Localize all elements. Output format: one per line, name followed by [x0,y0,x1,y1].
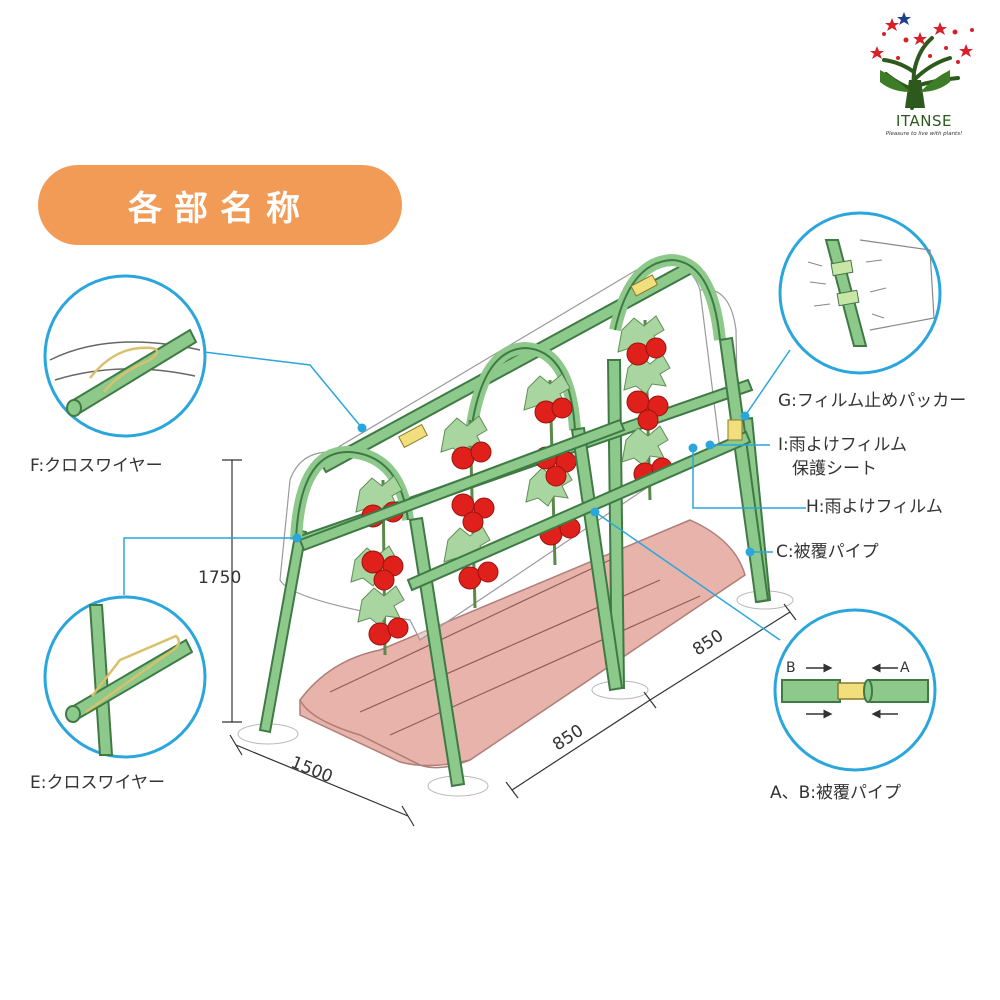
dimension-height: 1750 [198,568,242,588]
ground-shadows [237,590,794,797]
logo-name: ITANSE [896,112,952,130]
label-film-packer-g: G:フィルム止めパッカー [778,391,967,411]
detail-circle-pipe-joint [773,608,937,772]
detail-circle-cross-wire-e [43,595,207,759]
title-badge: 各部名称 [38,165,402,245]
label-film-protect-sheet-i-line1: I:雨よけフィルム [778,435,908,455]
front-frame [298,336,770,788]
dimension-lines [222,459,797,827]
film-packers [398,274,743,449]
detail-label-b: B [786,660,796,676]
callout-leaders [123,349,806,641]
label-coated-pipe-c: C:被覆パイプ [776,542,879,562]
logo-tagline: Pleasure to live with plants! [885,131,963,137]
label-coated-pipe-ab: A、B:被覆パイプ [770,783,902,803]
detail-circle-cross-wire-f [43,274,207,438]
detail-label-a: A [900,660,910,676]
label-cross-wire-e: E:クロスワイヤー [30,773,165,793]
label-film-protect-sheet-i-line2: 保護シート [792,459,877,479]
label-rain-film-h: H:雨よけフィルム [806,497,943,517]
callout-dots [292,411,755,557]
logo-tree-icon [870,12,974,110]
detail-circle-film-packer [778,211,942,375]
page-title: 各部名称 [128,188,312,229]
label-cross-wire-f: F:クロスワイヤー [30,456,163,476]
